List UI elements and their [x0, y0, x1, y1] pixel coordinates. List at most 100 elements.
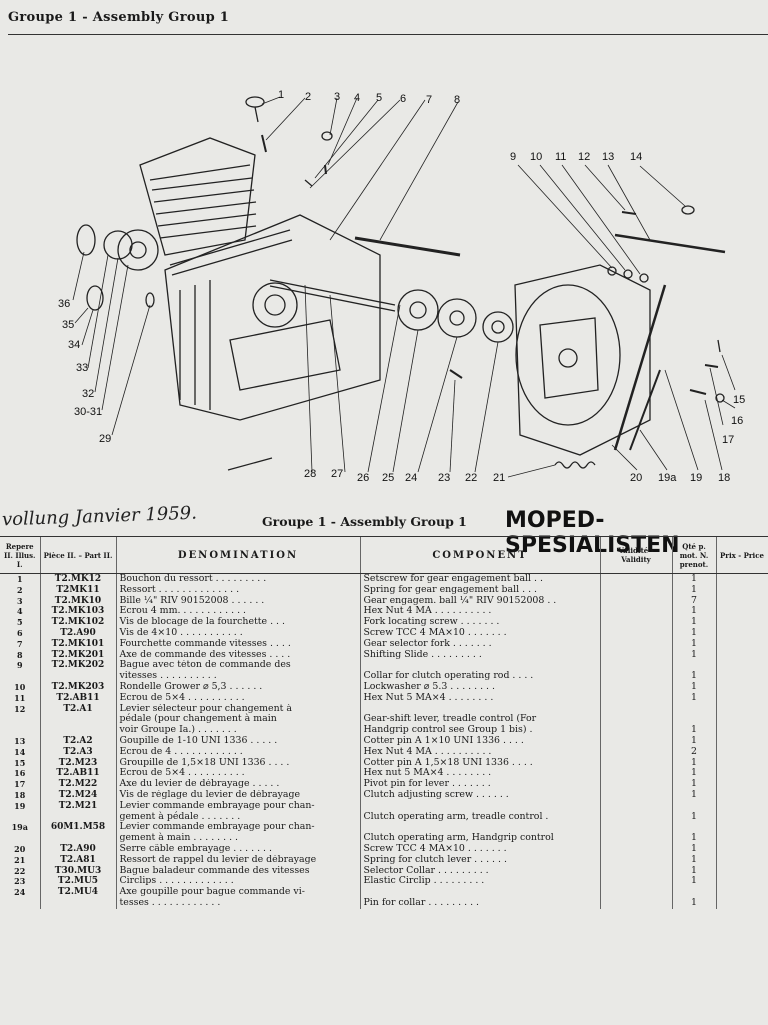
- row-price: [716, 865, 768, 877]
- row-ref: 15: [0, 757, 41, 769]
- row-price: [716, 573, 768, 585]
- row-quantity: 1: [672, 692, 717, 704]
- callout-34: 34: [68, 339, 80, 351]
- crankcase: [164, 214, 381, 421]
- row-part-code: T2.M24: [40, 789, 117, 801]
- row-denomination: Bille ¼" RIV 90152008 . . . . . .: [116, 595, 361, 607]
- row-quantity: 1: [672, 660, 717, 682]
- callout-2: 2: [305, 91, 311, 103]
- row-ref: 16: [0, 768, 41, 780]
- row-part-code: T2.M21: [40, 800, 117, 823]
- callout-8: 8: [454, 94, 460, 106]
- row-price: [716, 681, 768, 693]
- table-header-bar: vollung Janvier 1959. Groupe 1 - Assembl…: [0, 502, 768, 558]
- row-price: [716, 757, 768, 769]
- row-price: [716, 768, 768, 780]
- callout-35: 35: [62, 319, 74, 331]
- row-validity: [600, 865, 673, 877]
- row-quantity: 1: [672, 627, 717, 639]
- row-denomination: Ecrou de 5×4 . . . . . . . . . .: [116, 692, 361, 704]
- row-denomination: Ecrou de 4 . . . . . . . . . . . .: [116, 746, 361, 758]
- row-quantity: 1: [672, 649, 717, 661]
- row-price: [716, 800, 768, 823]
- row-part-code: T2.MK203: [40, 681, 117, 693]
- cylinder-fins: [139, 137, 293, 276]
- callout-14: 14: [630, 151, 642, 163]
- row-component: Hex Nut 5 MA×4 . . . . . . . .: [360, 692, 601, 704]
- row-ref: 7: [0, 638, 41, 650]
- row-part-code: T2.AB11: [40, 768, 117, 780]
- row-part-code: T2.M22: [40, 779, 117, 790]
- row-quantity: 1: [672, 757, 717, 769]
- callout-1: 1: [278, 89, 284, 101]
- row-part-code: T30.MU3: [40, 865, 117, 877]
- callout-36: 36: [58, 298, 70, 310]
- row-part-code: T2.AB11: [40, 692, 117, 704]
- row-validity: [600, 768, 673, 780]
- row-ref: 19: [0, 800, 41, 823]
- row-ref: 20: [0, 843, 41, 855]
- row-quantity: 1: [672, 703, 717, 736]
- row-part-code: T2.MK103: [40, 606, 117, 618]
- row-validity: [600, 606, 673, 618]
- row-ref: 24: [0, 887, 41, 909]
- row-validity: [600, 822, 673, 844]
- callout-24: 24: [405, 472, 417, 484]
- callout-13: 13: [602, 151, 614, 163]
- callout-26: 26: [357, 472, 369, 484]
- row-denomination: Fourchette commande vitesses . . . .: [116, 638, 361, 650]
- row-validity: [600, 681, 673, 693]
- row-component: Lockwasher ⌀ 5.3 . . . . . . . .: [360, 681, 601, 693]
- handwritten-date-note: vollung Janvier 1959.: [1, 502, 198, 531]
- row-component: Hex nut 5 MA×4 . . . . . . . .: [360, 768, 601, 780]
- row-price: [716, 854, 768, 866]
- row-price: [716, 638, 768, 650]
- row-ref: 5: [0, 617, 41, 628]
- row-ref: 23: [0, 876, 41, 888]
- row-validity: [600, 692, 673, 704]
- callout-labels: 1 2 3 4 5 6 7 8 9 10 11 12 13 14 15 16 1…: [58, 89, 745, 484]
- row-ref: 2: [0, 584, 41, 596]
- row-validity: [600, 649, 673, 661]
- row-ref: 1: [0, 573, 41, 585]
- row-denomination: Levier commande embrayage pour chan- gem…: [116, 800, 361, 823]
- row-component: Clutch adjusting screw . . . . . .: [360, 789, 601, 801]
- row-part-code: T2.A3: [40, 746, 117, 758]
- callout-15: 15: [733, 394, 745, 406]
- row-part-code: T2.MK101: [40, 638, 117, 650]
- col-component: COMPONENT: [360, 537, 601, 574]
- row-price: [716, 876, 768, 888]
- callout-4: 4: [354, 92, 360, 104]
- row-ref: 19a: [0, 822, 41, 844]
- callout-29: 29: [99, 433, 111, 445]
- row-quantity: 1: [672, 800, 717, 823]
- callout-12: 12: [578, 151, 590, 163]
- row-price: [716, 617, 768, 628]
- row-validity: [600, 800, 673, 823]
- row-denomination: Ecrou 4 mm. . . . . . . . . . . .: [116, 606, 361, 618]
- row-validity: [600, 887, 673, 909]
- row-ref: 18: [0, 789, 41, 801]
- callout-23: 23: [438, 472, 450, 484]
- callout-20: 20: [630, 472, 642, 484]
- row-part-code: 60M1.M58: [40, 822, 117, 844]
- parts-list-table: Repere II. Illus. I. Pièce II. – Part II…: [0, 537, 768, 909]
- row-component: Cotter pin A 1,5×18 UNI 1336 . . . .: [360, 757, 601, 769]
- row-validity: [600, 757, 673, 769]
- callout-19: 19: [690, 472, 702, 484]
- callout-28: 28: [304, 468, 316, 480]
- row-quantity: 7: [672, 595, 717, 607]
- row-price: [716, 735, 768, 747]
